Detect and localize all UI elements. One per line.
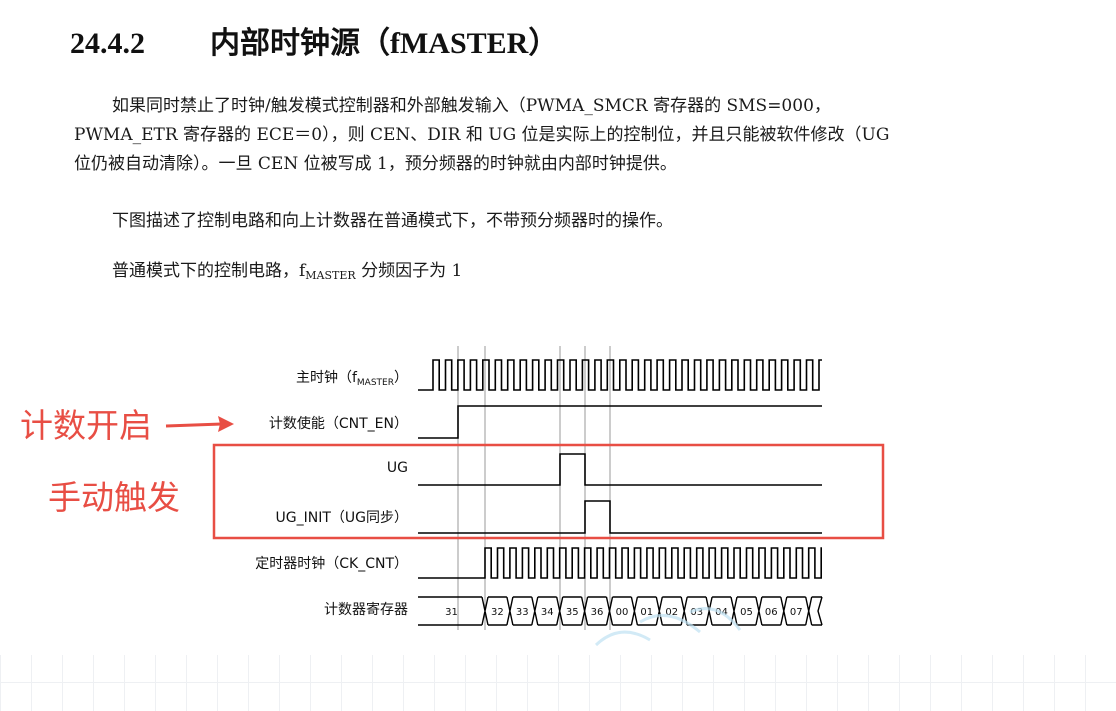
timing-diagram: 主时钟（fMASTER） 计数使能（CNT_EN） UG UG_INIT（UG同…: [20, 346, 885, 647]
watermark: [594, 607, 742, 647]
caption-text: 普通模式下的控制电路，f: [112, 261, 306, 281]
annotation-arrow-shaft: [165, 422, 223, 428]
caption-line: 普通模式下的控制电路，fMASTER 分频因子为 1: [112, 257, 1112, 290]
section-title: 内部时钟源（fMASTER）: [210, 27, 559, 60]
paragraph-line: 如果同时禁止了时钟/触发模式控制器和外部触发输入（PWMA_SMCR 寄存器的 …: [112, 96, 831, 116]
waveform-cnt-en: [418, 405, 822, 439]
waveform-ug-init: [418, 500, 822, 534]
paragraph-line: 位仍被自动清除）。一旦 CEN 位被写成 1，预分频器的时钟就由内部时钟提供。: [74, 154, 677, 174]
section-heading: 24.4.2 内部时钟源（fMASTER）: [70, 24, 558, 64]
paragraph-figure-intro: 下图描述了控制电路和向上计数器在普通模式下，不带预分频器时的操作。: [112, 207, 1112, 236]
counter-value: 36: [591, 607, 604, 618]
counter-value: 06: [765, 607, 778, 618]
counter-value: 35: [566, 607, 579, 618]
counter-value: 33: [516, 607, 529, 618]
counter-value: 01: [640, 607, 653, 618]
paragraph-line: 下图描述了控制电路和向上计数器在普通模式下，不带预分频器时的操作。: [112, 211, 673, 231]
signal-label-cnt-en: 计数使能（CNT_EN）: [269, 415, 408, 432]
waveforms: [418, 359, 823, 579]
counter-value: 03: [690, 607, 703, 618]
signal-label-ck-cnt: 定时器时钟（CK_CNT）: [255, 555, 408, 572]
paragraph-line: PWMA_ETR 寄存器的 ECE＝0），则 CEN、DIR 和 UG 位是实际…: [74, 125, 890, 145]
signal-label-master-clock: 主时钟（fMASTER）: [296, 369, 408, 388]
caption-subscript: MASTER: [305, 269, 356, 282]
counter-value: 34: [541, 607, 554, 618]
arrow-right-icon: [218, 416, 234, 432]
counter-value: 31: [445, 607, 458, 618]
annotation-count-start: 计数开启: [20, 406, 152, 445]
signal-label-ug: UG: [387, 460, 408, 476]
document-page: 24.4.2 内部时钟源（fMASTER） 如果同时禁止了时钟/触发模式控制器和外…: [20, 24, 1112, 647]
counter-value: 00: [616, 607, 629, 618]
signal-label-ug-init: UG_INIT（UG同步）: [276, 510, 408, 526]
counter-value: 07: [790, 607, 803, 618]
waveform-ck-cnt: [418, 547, 823, 579]
signal-label-counter-register: 计数器寄存器: [324, 601, 408, 618]
counter-value: 02: [665, 607, 678, 618]
section-number: 24.4.2: [70, 27, 145, 60]
annotation-manual-trigger: 手动触发: [48, 478, 180, 517]
caption-text-end: 分频因子为 1: [355, 261, 463, 281]
figure-caption: 普通模式下的控制电路，fMASTER 分频因子为 1: [112, 257, 1112, 290]
counter-value: 32: [491, 607, 504, 618]
waveform-ug: [418, 453, 822, 486]
bus-outline: [418, 596, 823, 626]
guide-lines: [457, 346, 611, 630]
counter-value: 05: [740, 607, 753, 618]
paragraph-internal-clock: 如果同时禁止了时钟/触发模式控制器和外部触发输入（PWMA_SMCR 寄存器的 …: [74, 92, 1074, 179]
manual-trigger-highlight-box: [212, 443, 885, 540]
waveform-master-clock: [418, 359, 822, 391]
